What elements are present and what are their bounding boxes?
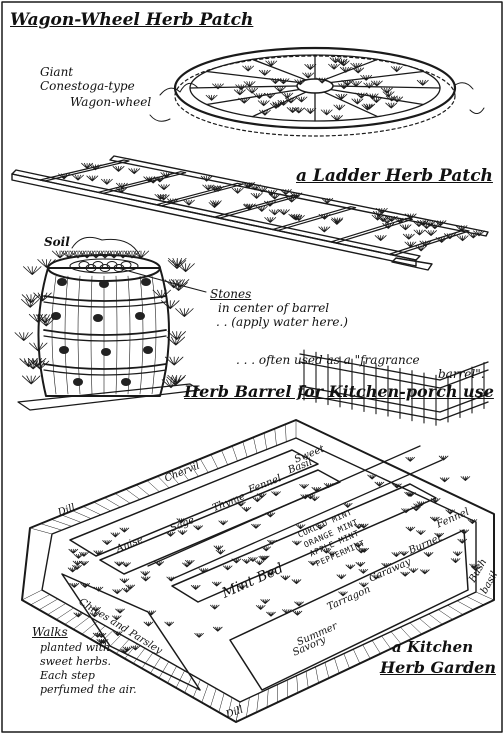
- kitchen-garden-title-line-2: Herb Garden: [380, 660, 496, 676]
- walks-note-line-2: sweet herbs.: [40, 656, 111, 667]
- walks-note-line-3: Each step: [40, 670, 95, 681]
- barrel-hoops: [44, 296, 166, 375]
- herb-barrel-title: Herb Barrel for Kitchen-porch use: [184, 384, 494, 400]
- stones-label-line-2: in center of barrel: [218, 302, 329, 314]
- wagon-wheel-note-line-2: Conestoga-type: [40, 80, 135, 92]
- wheel-herb-tufts: [206, 58, 428, 121]
- fragrance-note-line-1: . . . often used as a "fragrance: [236, 354, 420, 366]
- kitchen-garden-title-line-1: a Kitchen: [392, 640, 473, 655]
- walks-note-line-1: planted with: [40, 642, 110, 653]
- stones-label-line-3: . . (apply water here.): [216, 316, 348, 328]
- walks-note-line-4: perfumed the air.: [40, 684, 137, 695]
- wagon-wheel-note-line-3: Wagon-wheel: [70, 96, 151, 108]
- wagon-wheel-title: Wagon-Wheel Herb Patch: [10, 12, 253, 29]
- wagon-wheel-note-line-1: Giant: [40, 66, 73, 78]
- soil-label: Soil: [44, 236, 70, 248]
- ladder-title: a Ladder Herb Patch: [296, 168, 493, 185]
- herb-barrel-drawing: [15, 237, 206, 410]
- soil-leader: [72, 237, 140, 256]
- fragrance-note-line-2: barrel".: [438, 368, 485, 380]
- walks-label: Walks: [32, 626, 68, 638]
- barrel-staves: [52, 276, 156, 394]
- wagon-wheel-drawing: [150, 48, 484, 136]
- stones-label-line-1: Stones: [210, 288, 251, 300]
